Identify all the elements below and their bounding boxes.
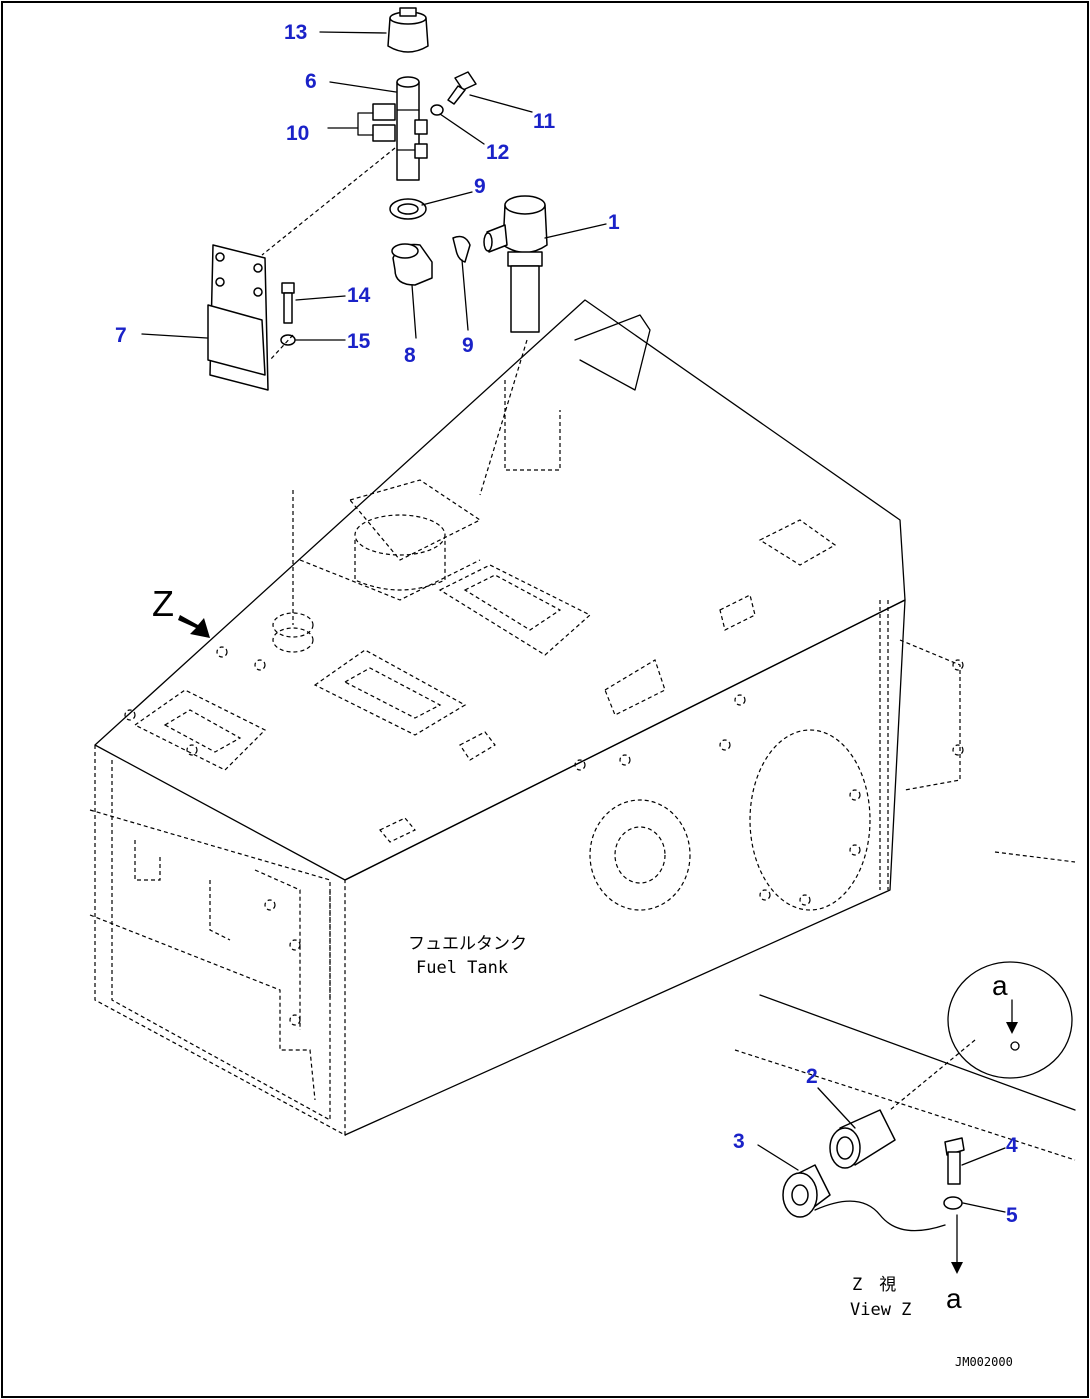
callout-7: 7 xyxy=(115,324,127,347)
callout-12: 12 xyxy=(486,141,509,164)
ref-letter-a-top: a xyxy=(992,970,1008,1001)
part-4-bolt xyxy=(944,1137,965,1185)
callout-10: 10 xyxy=(286,122,309,145)
callout-6: 6 xyxy=(305,70,317,93)
callout-13: 13 xyxy=(284,21,307,44)
part-12-washer xyxy=(430,104,444,116)
part-14-bolt xyxy=(281,282,295,324)
callout-14: 14 xyxy=(347,284,371,307)
part-10-clips xyxy=(372,103,428,159)
callout-numbers: 13 6 11 10 12 9 1 14 7 15 8 9 2 3 4 5 xyxy=(115,21,1018,1227)
fuel-tank-label-ja: フュエルタンク xyxy=(408,934,527,954)
part-11-bolt xyxy=(447,71,477,105)
view-z-marker: Z xyxy=(152,583,174,624)
callout-9-top: 9 xyxy=(474,175,486,198)
callout-11: 11 xyxy=(533,110,556,133)
part-1-filter xyxy=(483,195,548,333)
drawing-code: JM002000 xyxy=(955,1355,1013,1369)
fuel-tank-label-en: Fuel Tank xyxy=(416,958,508,978)
view-z-label-en: View Z xyxy=(850,1300,911,1320)
part-7-bracket xyxy=(207,244,269,391)
callout-8: 8 xyxy=(404,344,416,367)
callout-15: 15 xyxy=(347,330,371,353)
ref-letter-a-bottom: a xyxy=(946,1283,962,1314)
leader-lines xyxy=(141,31,1018,1274)
part-5-washer xyxy=(943,1196,963,1210)
part-6-pipe xyxy=(396,76,420,181)
part-9-clamp-lower xyxy=(452,235,471,263)
callout-4: 4 xyxy=(1006,1134,1018,1157)
view-z-label-ja: Z 視 xyxy=(852,1275,896,1295)
part-13-cap xyxy=(387,7,429,53)
callout-2: 2 xyxy=(806,1065,818,1088)
callout-1: 1 xyxy=(608,211,620,234)
part-3-dust-cap xyxy=(782,1164,946,1232)
part-9-clamp-top xyxy=(389,198,427,220)
callout-9-lower: 9 xyxy=(462,334,474,357)
part-8-elbow xyxy=(391,243,433,286)
callout-3: 3 xyxy=(733,1130,745,1153)
callout-5: 5 xyxy=(1006,1204,1018,1227)
fuel-tank xyxy=(89,299,964,1137)
frame-rail xyxy=(734,851,1076,1161)
part-2-coupler xyxy=(829,1109,896,1169)
